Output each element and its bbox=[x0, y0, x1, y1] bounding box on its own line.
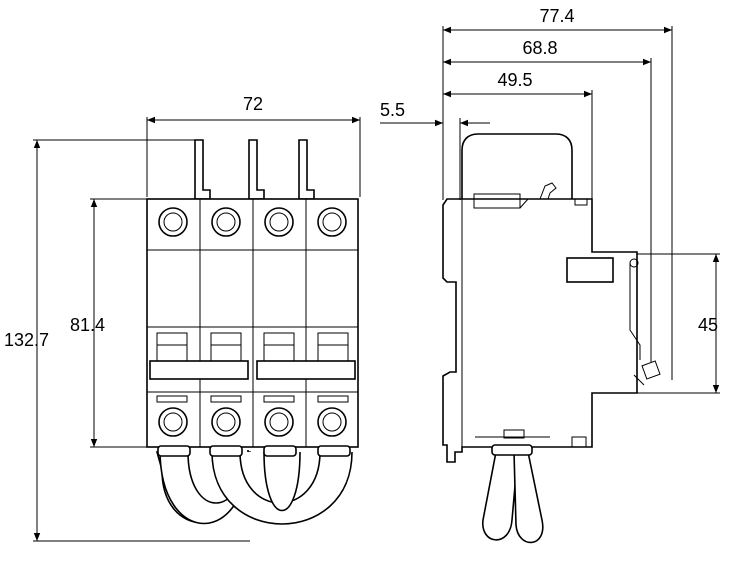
cable-loops bbox=[155, 445, 353, 525]
dim-side-total-depth: 77.4 bbox=[442, 6, 673, 380]
dim-label-side-window-height: 45 bbox=[698, 315, 718, 335]
front-view: 72 132.7 81.4 bbox=[4, 94, 361, 542]
dim-side-offset: 5.5 bbox=[380, 100, 490, 200]
dim-front-width: 72 bbox=[146, 94, 361, 197]
dim-front-body-height: 81.4 bbox=[70, 198, 147, 448]
dim-label-side-offset: 5.5 bbox=[380, 100, 405, 120]
side-profile bbox=[442, 198, 638, 463]
side-cables bbox=[482, 444, 544, 544]
top-pins bbox=[194, 139, 315, 200]
dim-label-side-total-depth: 77.4 bbox=[539, 6, 574, 26]
dim-side-depth-mid: 68.8 bbox=[443, 38, 652, 362]
handle-bar-left bbox=[149, 360, 249, 380]
dim-label-front-body-height: 81.4 bbox=[70, 315, 105, 335]
side-window bbox=[566, 257, 614, 283]
dim-side-window-height: 45 bbox=[637, 253, 720, 394]
handle-area bbox=[147, 332, 358, 393]
top-screws bbox=[158, 207, 347, 237]
bottom-screws bbox=[156, 395, 349, 437]
dim-side-depth-front: 49.5 bbox=[443, 70, 593, 199]
dim-label-side-depth-mid: 68.8 bbox=[522, 38, 557, 58]
dim-label-side-depth-front: 49.5 bbox=[497, 70, 532, 90]
dim-label-front-total-height: 132.7 bbox=[4, 330, 49, 350]
side-view: 77.4 68.8 49.5 5.5 45 bbox=[380, 6, 720, 544]
dim-label-front-width: 72 bbox=[243, 94, 263, 114]
dim-front-total-height: 132.7 bbox=[4, 139, 250, 542]
handle-bar-right bbox=[256, 360, 356, 380]
side-top-hood bbox=[461, 133, 573, 199]
